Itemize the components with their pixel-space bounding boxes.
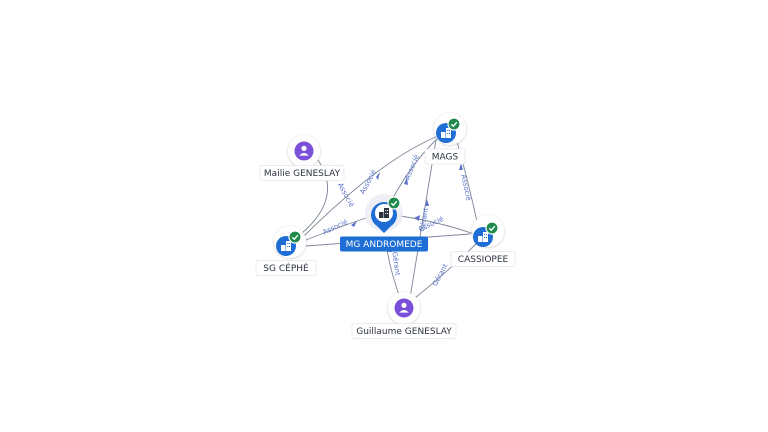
node-label-box (424, 148, 466, 165)
edge-label: Gérant (431, 262, 449, 287)
node-circle (394, 298, 414, 318)
check-badge-icon (447, 117, 461, 131)
edge-label: Associé (358, 168, 377, 195)
edge-arrow (376, 172, 380, 180)
edge-cassiopee-mg-andromede: Associé (399, 215, 475, 235)
node-label-box (255, 260, 317, 276)
node-label-box (259, 165, 345, 181)
edge-arrow (404, 177, 408, 185)
node-cassiopee[interactable]: CASSIOPEE (450, 215, 516, 267)
node-label-box (450, 251, 516, 267)
edge-label: Associé (336, 181, 355, 208)
edge-arrow (351, 221, 357, 227)
edge-label: Associé (403, 153, 420, 181)
edge-label: Associé (459, 174, 472, 202)
edge-label: Gérant (390, 251, 401, 276)
edge-mags-mg-andromede: Associé (391, 135, 441, 201)
node-label-box (351, 323, 457, 339)
node-mags[interactable]: MAGS (424, 113, 466, 165)
node-label: MG ANDROMEDE (346, 240, 423, 250)
node-circle (294, 141, 314, 161)
edge-arrow (459, 163, 463, 170)
edge-label: Associé (321, 218, 348, 236)
edge-arrow (414, 215, 420, 221)
node-mg-andromede[interactable]: MG ANDROMEDE (340, 194, 428, 252)
node-label-box (340, 236, 428, 252)
node-guillaume-geneslay[interactable]: Guillaume GENESLAY (351, 292, 457, 339)
person-icon (399, 302, 409, 313)
check-badge-icon (485, 221, 499, 235)
node-label: CASSIOPEE (458, 255, 509, 265)
node-sg-cephe[interactable]: SG CÉPHÉ (255, 226, 317, 276)
edge-arrow (425, 199, 429, 206)
check-badge-icon (288, 230, 302, 244)
node-label: Mailie GENESLAY (264, 169, 341, 179)
edge-guillaume-mg-andromede: Gérant (385, 243, 402, 299)
node-label: Guillaume GENESLAY (356, 327, 452, 337)
node-mailie-geneslay[interactable]: Mailie GENESLAY (259, 135, 345, 181)
person-icon (299, 145, 309, 156)
building-icon (281, 241, 291, 251)
building-icon (478, 232, 488, 242)
check-badge-icon (387, 196, 401, 210)
building-icon (441, 128, 451, 138)
node-label: MAGS (432, 153, 459, 163)
node-label: SG CÉPHÉ (263, 262, 309, 274)
building-icon (379, 208, 389, 218)
